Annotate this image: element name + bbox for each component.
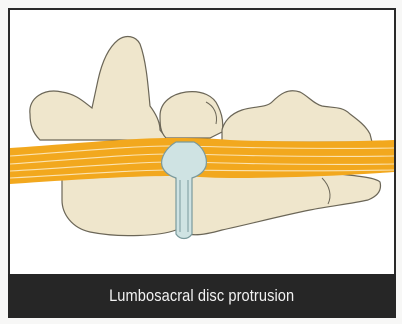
articular-process: [160, 92, 223, 138]
caption-text: Lumbosacral disc protrusion: [109, 286, 294, 306]
spine-illustration: [10, 10, 394, 274]
illustration-panel: [8, 8, 396, 274]
sacrum-body: [187, 173, 381, 235]
lumbar-vertebra-arch: [30, 37, 168, 140]
caption-bar: Lumbosacral disc protrusion: [8, 274, 396, 318]
sacral-crest: [222, 91, 372, 142]
